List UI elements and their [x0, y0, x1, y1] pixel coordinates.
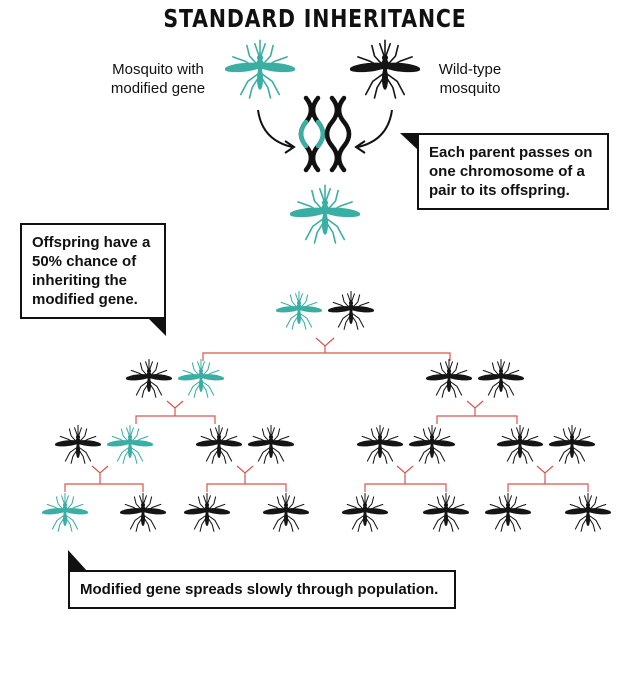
page-title: STANDARD INHERITANCE — [163, 4, 467, 33]
gen2-wild-mosquito-icon — [126, 358, 172, 398]
gen4-wild-mosquito-icon — [342, 492, 388, 532]
gen2-modified-mosquito-icon — [178, 358, 224, 398]
connector-lines — [64, 337, 589, 492]
modified-parent-mosquito-icon — [225, 39, 295, 99]
gen3-modified-mosquito-icon — [107, 424, 153, 464]
gen3-wild-mosquito-icon — [409, 424, 455, 464]
gen3-wild-mosquito-icon — [196, 424, 242, 464]
gen4-modified-mosquito-icon — [42, 492, 88, 532]
gen3-wild-mosquito-icon — [55, 424, 101, 464]
callout-offspring-chance: Offspring have a 50% chance of inheritin… — [20, 223, 166, 319]
gen4-wild-mosquito-icon — [485, 492, 531, 532]
callout-parents-pass: Each parent passes on one chromosome of … — [417, 133, 609, 210]
wild-parent-mosquito-icon — [350, 39, 420, 99]
gen4-wild-mosquito-icon — [423, 492, 469, 532]
gen3-wild-mosquito-icon — [248, 424, 294, 464]
offspring-mosquito-icon — [290, 184, 360, 244]
gen2-wild-mosquito-icon — [478, 358, 524, 398]
callout-spreads-slowly: Modified gene spreads slowly through pop… — [68, 570, 456, 609]
gen4-wild-mosquito-icon — [263, 492, 309, 532]
gen4-wild-mosquito-icon — [120, 492, 166, 532]
gen4-wild-mosquito-icon — [565, 492, 611, 532]
gen2-wild-mosquito-icon — [426, 358, 472, 398]
wild-parent-label: Wild-type mosquito — [438, 61, 502, 97]
gen1-wild-mosquito-icon — [328, 290, 374, 330]
callout-pointers — [68, 133, 418, 572]
chromosome-icon — [298, 95, 352, 173]
gen3-wild-mosquito-icon — [549, 424, 595, 464]
gen3-wild-mosquito-icon — [497, 424, 543, 464]
modified-parent-label: Mosquito with modified gene — [110, 61, 206, 97]
gen1-modified-mosquito-icon — [276, 290, 322, 330]
gen3-wild-mosquito-icon — [357, 424, 403, 464]
gen4-wild-mosquito-icon — [184, 492, 230, 532]
curved-arrow-icon — [257, 109, 393, 154]
